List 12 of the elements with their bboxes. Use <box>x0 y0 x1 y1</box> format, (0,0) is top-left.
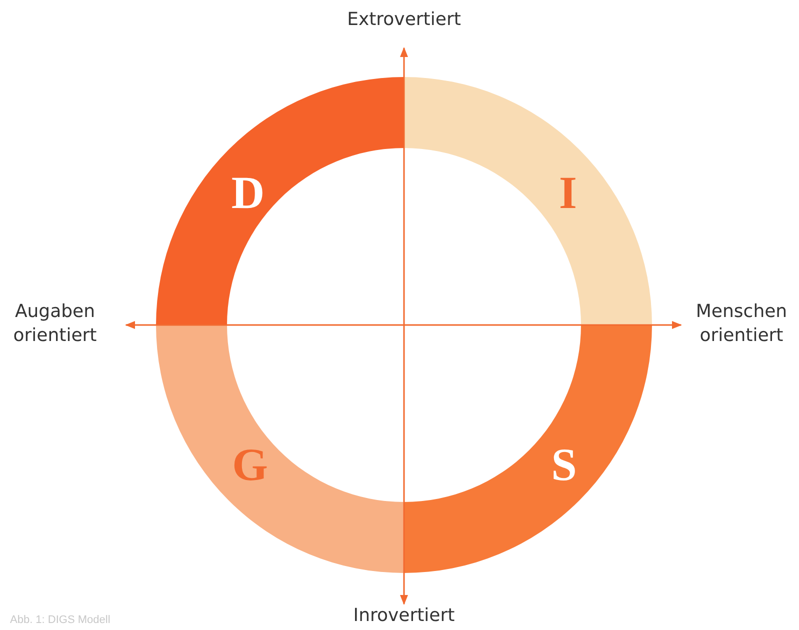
ring-segment <box>404 77 652 325</box>
ring-segment <box>156 325 404 573</box>
ring-segment <box>404 325 652 573</box>
segment-letter: I <box>559 170 577 216</box>
axis-label: Extrovertiert <box>346 8 462 32</box>
segment-letter: S <box>551 442 577 488</box>
segment-letter: D <box>231 170 265 216</box>
axis-label: Augaben orientiert <box>12 300 98 348</box>
axis-label: Menschen orientiert <box>694 300 788 348</box>
segment-letter: G <box>232 442 268 488</box>
axis-label: Inrovertiert <box>352 604 456 628</box>
ring-segment <box>156 77 404 325</box>
